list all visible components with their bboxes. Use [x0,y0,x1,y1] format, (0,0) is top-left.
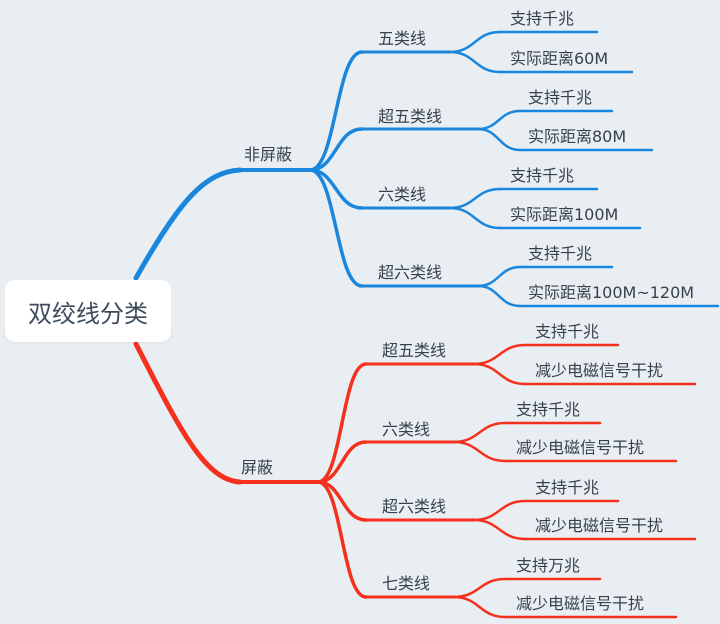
leaf-connector [476,265,522,288]
leaf-label[interactable]: 实际距离100M~120M [528,283,695,302]
category-connector [308,168,364,288]
category-label[interactable]: 超五类线 [382,341,447,360]
category-label[interactable]: 超六类线 [378,263,443,282]
leaf-label[interactable]: 支持千兆 [510,9,575,28]
category-label[interactable]: 超六类线 [382,497,447,516]
leaf-connector [472,518,527,541]
category-connector [316,362,368,484]
leaf-label[interactable]: 支持千兆 [516,400,581,419]
root-node[interactable]: 双绞线分类 [5,280,171,342]
leaf-connector [472,499,527,522]
leaf-connector [448,187,502,210]
leaf-connector [472,343,527,366]
leaf-label[interactable]: 支持万兆 [516,556,581,575]
leaf-label[interactable]: 减少电磁信号干扰 [516,438,645,457]
category-label[interactable]: 五类线 [378,29,427,48]
category-connector [308,127,364,172]
leaf-connector [448,206,502,230]
leaf-connector [472,362,527,386]
category-label[interactable]: 六类线 [378,185,427,204]
leaf-label[interactable]: 支持千兆 [535,322,600,341]
category-label[interactable]: 七类线 [382,574,431,593]
leaf-connector [452,595,507,619]
leaf-connector [448,30,502,54]
branch-unshielded-label[interactable]: 非屏蔽 [244,145,293,164]
leaf-label[interactable]: 实际距离60M [510,49,609,68]
leaf-label[interactable]: 实际距离80M [528,127,627,146]
leaf-label[interactable]: 支持千兆 [510,166,575,185]
leaf-label[interactable]: 减少电磁信号干扰 [535,361,664,380]
leaf-label[interactable]: 支持千兆 [528,88,593,107]
leaf-label[interactable]: 支持千兆 [528,244,593,263]
leaf-connector [452,440,507,463]
leaf-connector [476,109,522,131]
root-to-unshielded-connector [133,167,243,281]
leaf-label[interactable]: 实际距离100M [510,205,619,224]
leaf-connector [476,284,522,308]
leaf-connector [448,50,502,74]
category-connector [308,50,364,172]
leaf-connector [452,421,507,444]
leaf-label[interactable]: 减少电磁信号干扰 [516,594,645,613]
category-label[interactable]: 超五类线 [378,107,443,126]
leaf-connector [476,127,522,152]
leaf-connector [452,577,507,599]
category-connector [316,480,368,599]
leaf-label[interactable]: 减少电磁信号干扰 [535,516,664,535]
branch-shielded-label[interactable]: 屏蔽 [241,458,274,477]
root-label: 双绞线分类 [28,299,148,328]
leaf-label[interactable]: 支持千兆 [535,478,600,497]
category-connector [316,440,368,484]
root-to-shielded-connector [133,341,243,485]
category-label[interactable]: 六类线 [382,420,431,439]
